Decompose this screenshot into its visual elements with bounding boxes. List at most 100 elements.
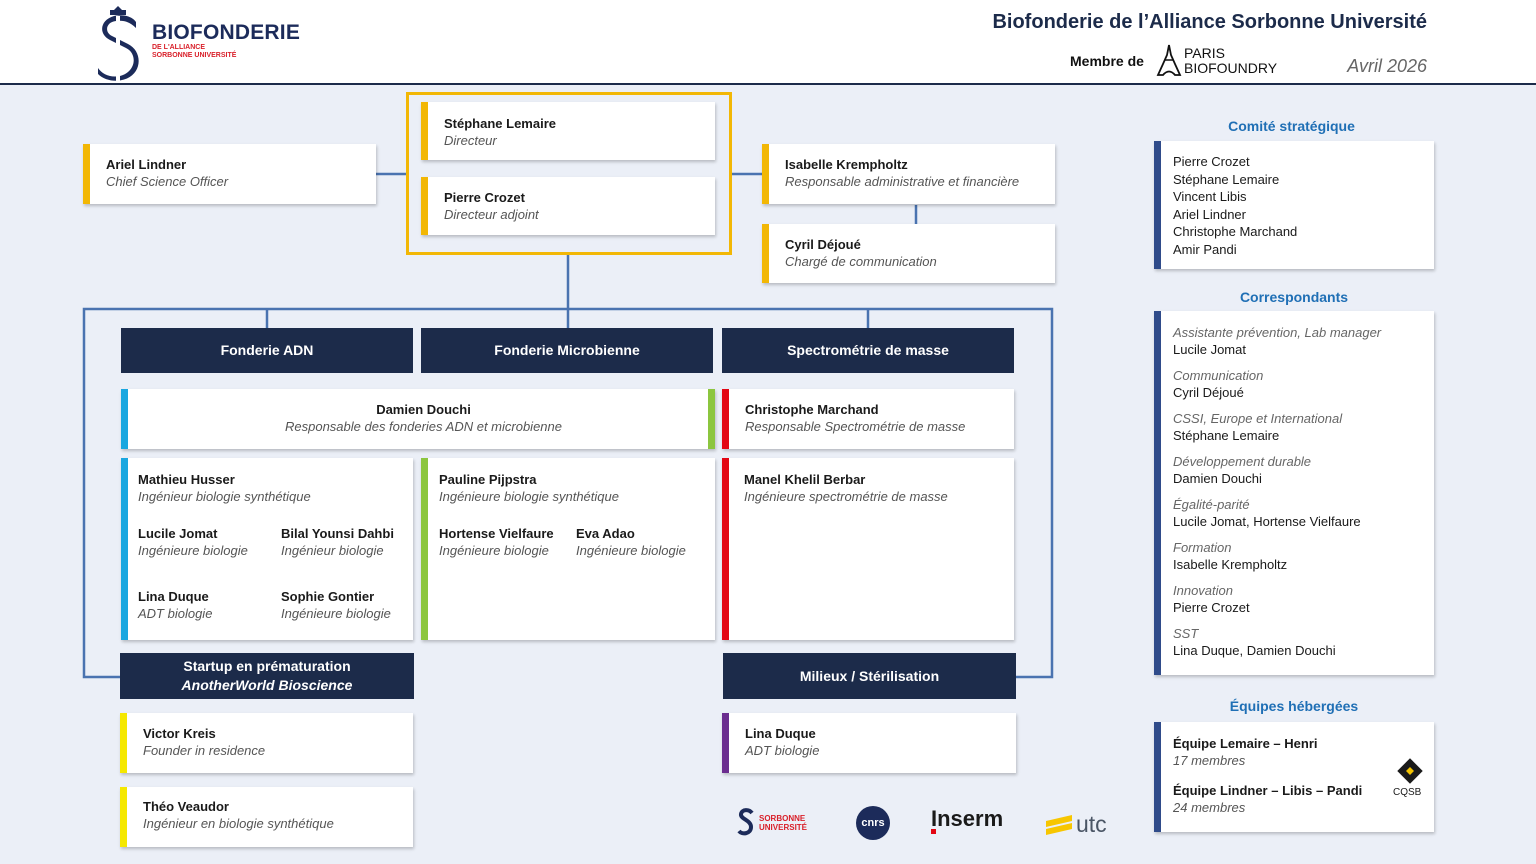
- equipe-name: Équipe Lemaire – Henri: [1173, 736, 1318, 751]
- banner-fonderie-adn: Fonderie ADN: [121, 328, 413, 373]
- head-marchand-card: Christophe Marchand Responsable Spectrom…: [722, 389, 1014, 449]
- equipe-name: Équipe Lindner – Libis – Pandi: [1173, 783, 1363, 798]
- comite-member: Pierre Crozet: [1173, 154, 1250, 169]
- comm-role: Chargé de communication: [785, 254, 937, 269]
- cnrs-logo: cnrs: [856, 806, 890, 840]
- correspondant-label: Égalité-parité: [1173, 497, 1250, 512]
- equipe-item: Équipe Lemaire – Henri 17 membres: [1173, 735, 1434, 769]
- team-member: Sophie Gontier Ingénieure biologie: [281, 588, 391, 622]
- cso-role: Chief Science Officer: [106, 174, 229, 189]
- admin-role: Responsable administrative et financière: [785, 174, 1020, 189]
- head-marchand-role: Responsable Spectrométrie de masse: [745, 419, 966, 434]
- paris-biofoundry-logo: PARIS BIOFOUNDRY: [1184, 46, 1277, 76]
- startup-title: Startup en prématuration: [183, 658, 351, 674]
- equipes-title: Équipes hébergées: [1229, 698, 1359, 714]
- correspondant-item: SST Lina Duque, Damien Douchi: [1173, 625, 1434, 659]
- sorbonne-line1: SORBONNE: [759, 814, 806, 823]
- correspondant-value: Cyril Déjoué: [1173, 385, 1244, 400]
- member-name: Pauline Pijpstra: [439, 472, 537, 487]
- director-card: Stéphane Lemaire Directeur: [421, 102, 715, 160]
- admin-card: Isabelle Krempholtz Responsable administ…: [762, 144, 1055, 204]
- correspondant-item: Assistante prévention, Lab manager Lucil…: [1173, 324, 1434, 358]
- member-label: Membre de: [1070, 53, 1144, 69]
- cqsb-logo-icon: [1397, 758, 1423, 784]
- head-douchi-name: Damien Douchi: [376, 402, 471, 417]
- startup-member-card: Victor Kreis Founder in residence: [120, 713, 413, 773]
- equipe-count: 17 membres: [1173, 753, 1246, 768]
- equipe-item: Équipe Lindner – Libis – Pandi 24 membre…: [1173, 782, 1434, 816]
- cso-name: Ariel Lindner: [106, 157, 187, 172]
- header: BIOFONDERIE DE L'ALLIANCE SORBONNE UNIVE…: [0, 0, 1536, 85]
- member-role: Ingénieur biologie synthétique: [138, 489, 311, 504]
- member-name: Lina Duque: [745, 726, 816, 741]
- equipe-count: 24 membres: [1173, 800, 1246, 815]
- comite-member: Ariel Lindner: [1173, 206, 1246, 222]
- startup-member-card: Théo Veaudor Ingénieur en biologie synth…: [120, 787, 413, 847]
- team-member: Lucile Jomat Ingénieure biologie: [138, 525, 248, 559]
- comite-member: Amir Pandi: [1173, 241, 1237, 257]
- head-douchi-card: Damien Douchi Responsable des fonderies …: [121, 389, 715, 449]
- correspondant-label: Innovation: [1173, 583, 1233, 598]
- admin-name: Isabelle Krempholtz: [785, 157, 908, 172]
- director-role: Directeur: [444, 133, 497, 148]
- correspondant-value: Damien Douchi: [1173, 471, 1262, 486]
- head-douchi-role: Responsable des fonderies ADN et microbi…: [284, 419, 562, 434]
- banner-fonderie-microbienne: Fonderie Microbienne: [421, 328, 713, 373]
- member-role: ADT biologie: [745, 743, 820, 758]
- comite-member: Stéphane Lemaire: [1173, 171, 1280, 187]
- director-name: Stéphane Lemaire: [444, 116, 556, 131]
- member-role: Ingénieure biologie: [576, 543, 686, 558]
- spectro-team-card: Manel Khelil Berbar Ingénieure spectromé…: [722, 458, 1014, 640]
- date: Avril 2026: [1347, 56, 1427, 76]
- utc-mark-icon: [1046, 815, 1072, 835]
- brand-sub-line2: SORBONNE UNIVERSITÉ: [152, 52, 237, 59]
- correspondant-label: CSSI, Europe et International: [1173, 411, 1343, 426]
- team-member: Manel Khelil Berbar Ingénieure spectromé…: [744, 471, 948, 505]
- correspondant-value: Isabelle Krempholtz: [1173, 557, 1288, 572]
- cqsb-label: CQSB: [1393, 787, 1422, 798]
- member-role: Ingénieure biologie: [439, 543, 549, 558]
- team-member: Lina Duque ADT biologie: [138, 588, 212, 622]
- comite-title: Comité stratégique: [1228, 118, 1355, 134]
- comm-name: Cyril Déjoué: [785, 237, 861, 252]
- page-title: Biofonderie de l’Alliance Sorbonne Unive…: [992, 11, 1427, 33]
- correspondant-value: Lucile Jomat: [1173, 342, 1246, 357]
- correspondant-item: CSSI, Europe et International Stéphane L…: [1173, 410, 1434, 444]
- cnrs-text: cnrs: [861, 817, 885, 829]
- startup-company: AnotherWorld Bioscience: [181, 677, 353, 693]
- member-role: Founder in residence: [143, 743, 266, 758]
- comite-list: Pierre Crozet Stéphane Lemaire Vincent L…: [1154, 141, 1434, 269]
- correspondant-label: Formation: [1173, 540, 1232, 555]
- member-name: Hortense Vielfaure: [439, 526, 554, 541]
- sorbonne-s-icon: [737, 808, 754, 836]
- member-role: Ingénieure biologie: [138, 543, 248, 558]
- correspondant-value: Pierre Crozet: [1173, 600, 1250, 615]
- correspondant-value: Lucile Jomat, Hortense Vielfaure: [1173, 514, 1361, 529]
- team-member: Bilal Younsi Dahbi Ingénieur biologie: [281, 525, 394, 559]
- member-role: Ingénieure biologie synthétique: [439, 489, 619, 504]
- correspondant-label: SST: [1173, 626, 1199, 641]
- head-marchand-name: Christophe Marchand: [745, 402, 879, 417]
- member-role: Ingénieure spectrométrie de masse: [744, 489, 948, 504]
- member-name: Bilal Younsi Dahbi: [281, 526, 394, 541]
- utc-logo: utc: [1044, 811, 1114, 839]
- microb-team-card: Pauline Pijpstra Ingénieure biologie syn…: [421, 458, 715, 640]
- team-member: Hortense Vielfaure Ingénieure biologie: [439, 525, 554, 559]
- team-member: Mathieu Husser Ingénieur biologie synthé…: [138, 471, 311, 505]
- deputy-director-role: Directeur adjoint: [444, 207, 539, 222]
- comite-member: Christophe Marchand: [1173, 224, 1298, 239]
- biofonderie-logo-icon: [98, 6, 139, 82]
- banner-spectrometrie: Spectrométrie de masse: [722, 328, 1014, 373]
- member-role: Ingénieure biologie: [281, 606, 391, 621]
- adn-team-card: Mathieu Husser Ingénieur biologie synthé…: [121, 458, 413, 640]
- eiffel-tower-icon: [1156, 44, 1182, 76]
- brand-name: BIOFONDERIE: [152, 21, 301, 44]
- correspondant-label: Communication: [1173, 368, 1264, 383]
- deputy-director-card: Pierre Crozet Directeur adjoint: [421, 177, 715, 235]
- correspondant-item: Innovation Pierre Crozet: [1173, 582, 1434, 616]
- member-role: Ingénieur biologie: [281, 543, 384, 558]
- correspondant-label: Assistante prévention, Lab manager: [1173, 325, 1382, 340]
- member-name: Théo Veaudor: [143, 799, 229, 814]
- comite-member: Vincent Libis: [1173, 189, 1247, 204]
